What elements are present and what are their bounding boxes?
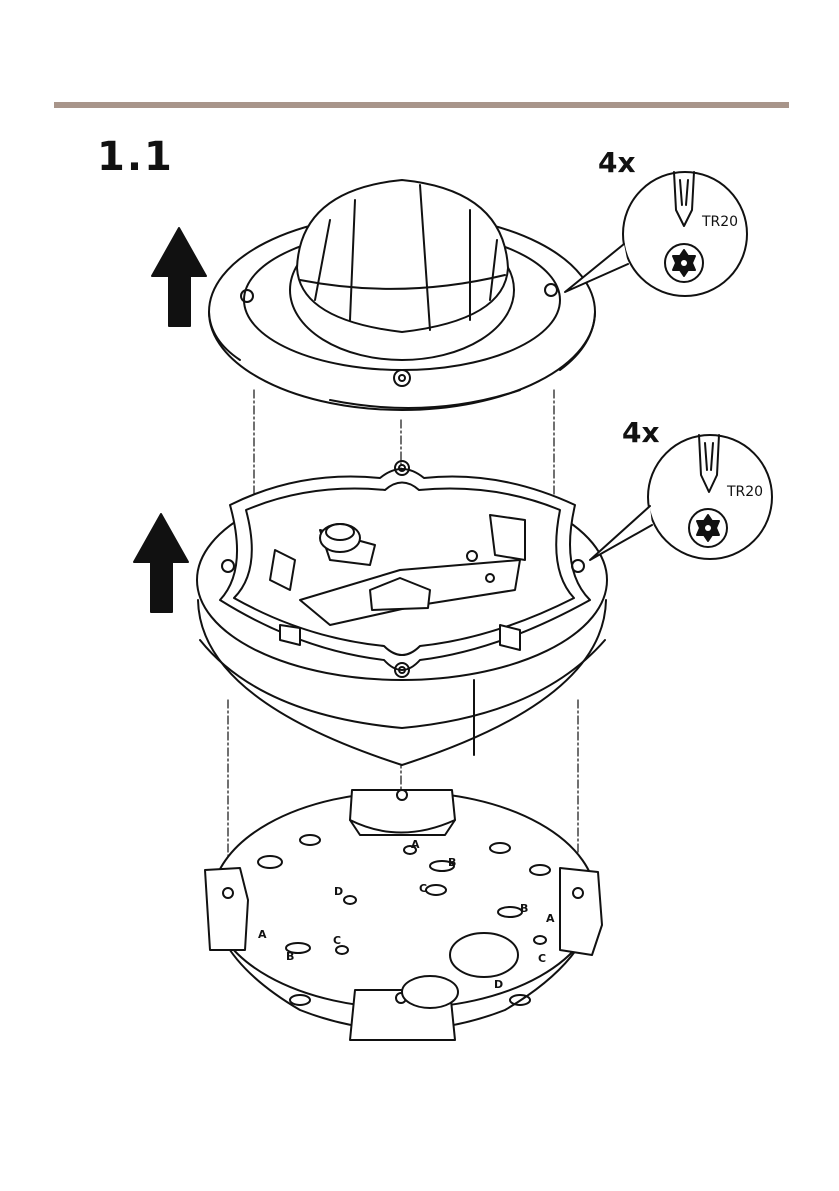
plate-mark-a2: A [258, 928, 267, 941]
torx-callout-top: TR20 [565, 172, 747, 296]
plate-mark-b2: B [286, 950, 294, 963]
plate-mark-b1: B [448, 856, 456, 869]
camera-housing [197, 461, 607, 765]
lift-arrow-top [152, 228, 206, 326]
plate-mark-c1: C [419, 882, 427, 895]
mounting-plate: A B C D A B C A B C D [205, 790, 602, 1040]
lift-arrow-middle [134, 514, 188, 612]
plate-mark-c2: C [333, 934, 341, 947]
plate-mark-c3: C [538, 952, 546, 965]
dome-cover [209, 180, 595, 410]
torx-callout-middle: TR20 [590, 435, 772, 560]
plate-mark-d3: D [494, 978, 503, 991]
plate-mark-a3: A [546, 912, 555, 925]
tool-label-top: TR20 [701, 214, 738, 230]
plate-mark-b3: B [520, 902, 528, 915]
plate-mark-a1: A [411, 838, 420, 851]
plate-mark-d1: D [334, 885, 343, 898]
tool-label-middle: TR20 [726, 484, 763, 500]
